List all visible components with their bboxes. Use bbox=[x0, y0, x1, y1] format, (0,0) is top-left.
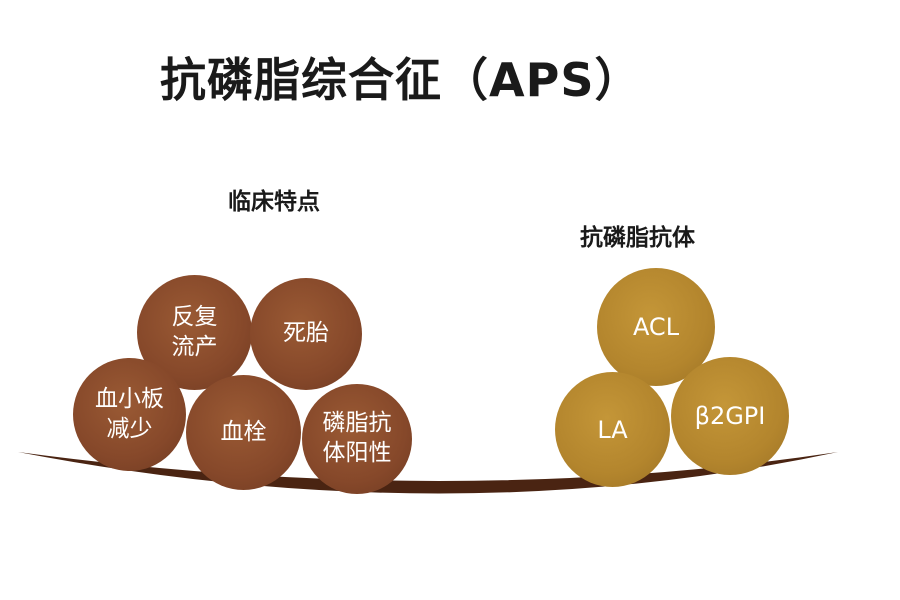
clinical-item-line1: 血栓 bbox=[220, 418, 267, 445]
clinical-item-line1: 死胎 bbox=[283, 320, 329, 347]
antibody-b2gpi: β2GPI bbox=[671, 357, 789, 475]
clinical-item-stillbirth: 死胎 bbox=[250, 278, 362, 390]
antibody-label: ACL bbox=[632, 313, 680, 341]
page-title: 抗磷脂综合征（APS） bbox=[160, 53, 642, 107]
clinical-item-line2: 流产 bbox=[171, 333, 218, 360]
clinical-item-line1: 血小板 bbox=[95, 385, 164, 412]
clinical-item-line2: 减少 bbox=[106, 415, 153, 442]
antibody-la: LA bbox=[555, 372, 670, 487]
antibody-label: β2GPI bbox=[694, 402, 766, 430]
antibody-acl: ACL bbox=[597, 268, 715, 386]
clinical-item-antibody-positive: 磷脂抗 体阳性 bbox=[302, 384, 412, 494]
clinical-item-line1: 磷脂抗 bbox=[322, 410, 392, 437]
clinical-item-line2: 体阳性 bbox=[322, 440, 392, 466]
antibody-label: LA bbox=[597, 415, 628, 444]
clinical-item-thrombosis: 血栓 bbox=[186, 375, 301, 490]
antibody-heading: 抗磷脂抗体 bbox=[580, 225, 695, 251]
clinical-heading: 临床特点 bbox=[228, 189, 320, 215]
clinical-item-thrombocytopenia: 血小板 减少 bbox=[73, 358, 186, 471]
clinical-item-line1: 反复 bbox=[171, 303, 218, 330]
